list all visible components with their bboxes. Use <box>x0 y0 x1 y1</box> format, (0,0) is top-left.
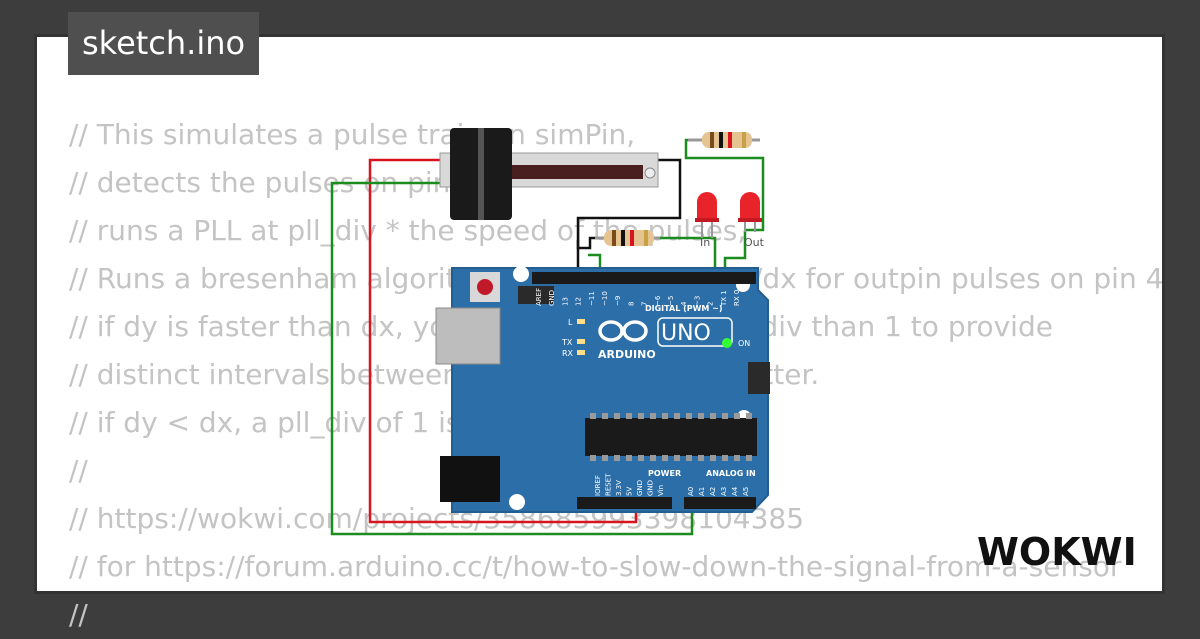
code-line: // <box>69 598 88 631</box>
wire-green[interactable] <box>588 253 602 272</box>
pin-label: A0 <box>687 487 695 496</box>
slide-potentiometer[interactable] <box>439 128 659 220</box>
arduino-uno-board[interactable]: UNO ARDUINO DIGITAL (PWM ~) POWER ANALOG… <box>435 266 770 513</box>
digital-pin-labels: AREF GND 13 12 ~11 ~10 ~9 8 7 ~6 ~5 4 ~3 2 TX 1 RX 0 <box>535 288 741 307</box>
wire-red[interactable] <box>368 158 638 524</box>
indicator-on: ON <box>738 339 750 348</box>
power-led-icon <box>722 338 732 348</box>
pin-label: 4 <box>680 301 688 306</box>
code-line: // <box>69 454 88 487</box>
resistor-top[interactable] <box>688 132 760 148</box>
indicator-l: L <box>568 318 573 327</box>
pin-label: ~9 <box>614 296 622 306</box>
pin-label: ~5 <box>667 296 675 306</box>
resistor-middle[interactable] <box>595 230 660 246</box>
pin-label: Vin <box>657 485 665 496</box>
pin-label: A3 <box>720 487 728 496</box>
pin-label: 3.3V <box>615 480 623 496</box>
board-name: ARDUINO <box>598 348 656 361</box>
indicator-rx: RX <box>562 349 574 358</box>
pin-label: ~10 <box>601 291 609 306</box>
pin-label: 2 <box>707 302 715 306</box>
led-out-label: Out <box>744 236 765 249</box>
pin-label: 13 <box>561 297 569 306</box>
pin-label: ~11 <box>588 291 596 306</box>
led-in[interactable]: In <box>695 192 719 249</box>
wire-green[interactable] <box>723 230 747 272</box>
wokwi-logo: WOKWI <box>977 530 1137 574</box>
digital-header-label: DIGITAL (PWM ~) <box>645 304 723 313</box>
board-model: UNO <box>661 321 711 346</box>
pin-label: A5 <box>742 487 750 496</box>
code-line: // This simulates a pulse train on simPi… <box>69 118 636 151</box>
pin-label: 7 <box>641 302 649 306</box>
pin-label: IOREF <box>594 475 602 496</box>
pin-label: GND <box>636 480 644 496</box>
pin-label: GND <box>647 480 655 496</box>
pin-label: RX 0 <box>733 290 741 306</box>
pin-label: 5V <box>626 487 634 496</box>
pin-label: A4 <box>731 486 739 496</box>
wire-black[interactable] <box>576 158 682 272</box>
pin-label: A1 <box>698 487 706 496</box>
indicator-tx: TX <box>561 338 573 347</box>
power-header-label: POWER <box>648 469 681 478</box>
pin-label: 8 <box>627 302 635 306</box>
preview-card: // This simulates a pulse train on simPi… <box>34 34 1165 631</box>
wokwi-logo-text: WOKWI <box>977 530 1137 574</box>
code-line: // if dy < dx, a pll_div of 1 is ok. <box>69 406 512 439</box>
pin-label: ~6 <box>654 295 662 306</box>
pin-label: GND <box>548 290 556 306</box>
pin-label: RESET <box>605 473 613 496</box>
pin-label: TX 1 <box>720 290 728 307</box>
wire-black[interactable] <box>576 236 602 250</box>
pin-label: AREF <box>535 288 543 306</box>
pin-label: 12 <box>575 297 583 306</box>
pin-label: A2 <box>709 487 717 496</box>
code-line: // for https://forum.arduino.cc/t/how-to… <box>69 550 1122 583</box>
file-tab[interactable]: sketch.ino <box>68 12 260 75</box>
led-out[interactable]: Out <box>738 192 765 249</box>
pin-label: ~3 <box>693 296 701 306</box>
wire-green[interactable] <box>654 236 717 272</box>
analog-header-label: ANALOG IN <box>706 469 756 478</box>
led-in-label: In <box>700 236 710 249</box>
wire-green[interactable] <box>330 181 694 536</box>
arduino-logo-icon <box>598 320 648 342</box>
